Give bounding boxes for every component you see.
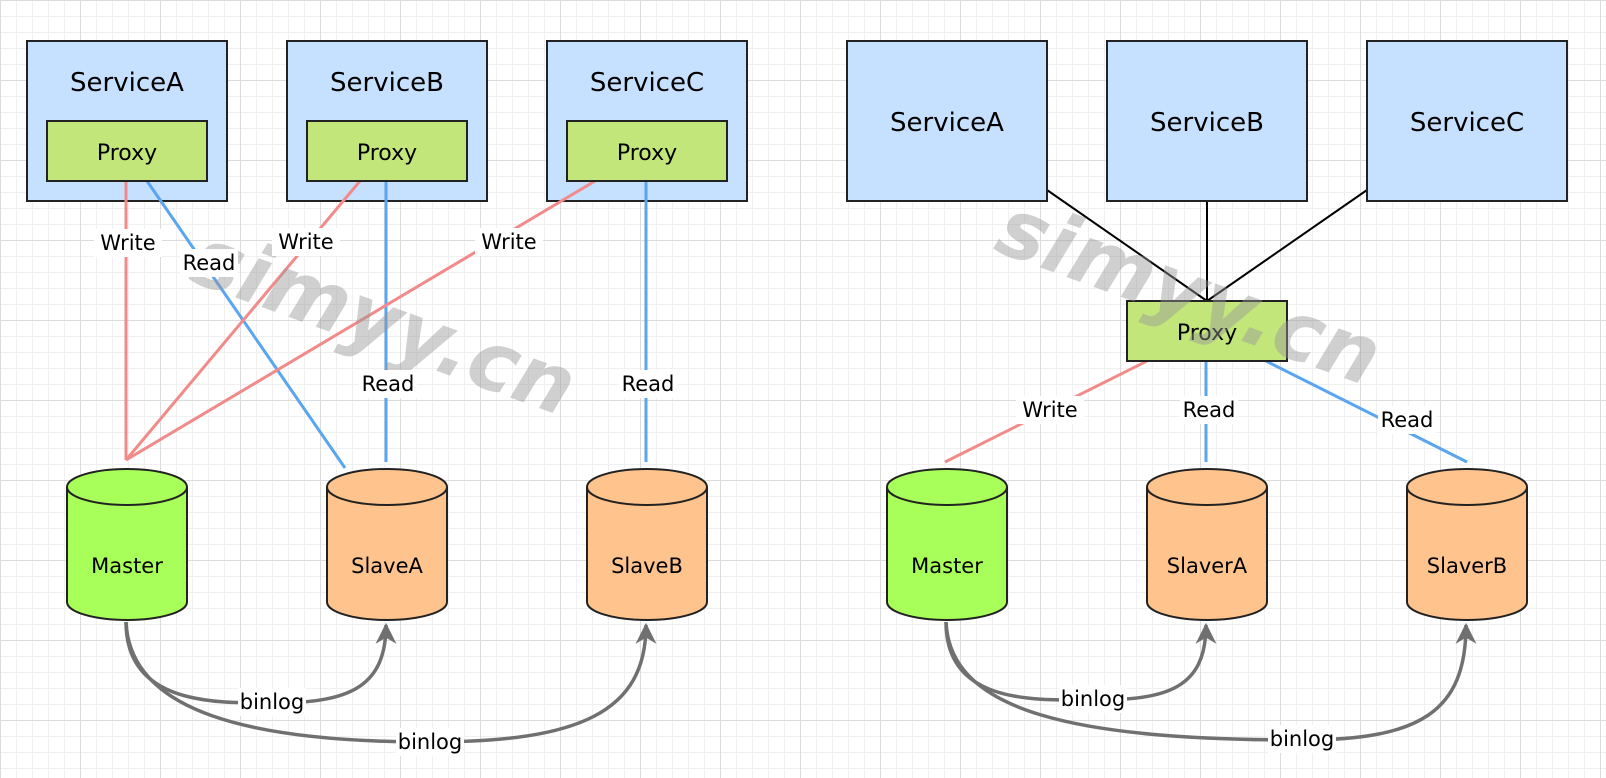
right-master-db[interactable]: Master xyxy=(886,468,1008,621)
right-read-b-line xyxy=(1265,359,1468,464)
svg-text:Write: Write xyxy=(100,231,155,255)
right-slave-b-label: SlaverB xyxy=(1427,554,1507,578)
right-service-c-box[interactable]: ServiceC xyxy=(1366,40,1568,202)
left-binlog-b-label: binlog xyxy=(396,728,464,756)
left-c-write-line xyxy=(125,179,596,462)
left-a-read-label: Read xyxy=(180,249,238,277)
right-diagram: ServiceA ServiceB ServiceC Proxy Master xyxy=(846,40,1568,753)
right-service-c-connector xyxy=(1206,189,1368,302)
left-master-db[interactable]: Master xyxy=(66,468,188,621)
left-b-read-label: Read xyxy=(359,370,417,398)
left-c-read-label: Read xyxy=(619,370,677,398)
left-proxy-b-label: Proxy xyxy=(357,141,417,166)
right-service-a-connector xyxy=(1046,189,1208,302)
right-write-label: Write xyxy=(1016,396,1084,424)
left-c-write-label: Write xyxy=(475,228,543,256)
left-b-write-label: Write xyxy=(272,228,340,256)
left-slave-a-label: SlaveA xyxy=(351,554,423,578)
right-binlog-b-curve xyxy=(944,621,1477,742)
left-a-read-line xyxy=(145,180,347,469)
svg-text:binlog: binlog xyxy=(240,690,305,714)
svg-text:Write: Write xyxy=(481,230,536,254)
left-slave-b-label: SlaveB xyxy=(611,554,683,578)
left-b-write-line xyxy=(124,180,362,461)
left-proxy-b[interactable]: Proxy xyxy=(306,120,468,182)
right-slave-a-label: SlaverA xyxy=(1167,554,1248,578)
right-service-a-box[interactable]: ServiceA xyxy=(846,40,1048,202)
left-proxy-a-label: Proxy xyxy=(97,141,157,166)
right-service-c-label: ServiceC xyxy=(1410,108,1524,138)
right-service-b-label: ServiceB xyxy=(1150,108,1264,138)
left-service-a-label: ServiceA xyxy=(70,68,184,98)
svg-text:Read: Read xyxy=(362,372,415,396)
right-service-b-box[interactable]: ServiceB xyxy=(1106,40,1308,202)
left-proxy-c-label: Proxy xyxy=(617,141,677,166)
svg-text:binlog: binlog xyxy=(1061,687,1126,711)
svg-text:Read: Read xyxy=(1381,408,1434,432)
svg-text:binlog: binlog xyxy=(398,730,463,754)
right-master-label: Master xyxy=(911,554,983,578)
left-proxy-c[interactable]: Proxy xyxy=(566,120,728,182)
left-service-b-label: ServiceB xyxy=(330,68,444,98)
right-proxy-label: Proxy xyxy=(1177,321,1237,346)
svg-text:Read: Read xyxy=(622,372,675,396)
left-diagram: ServiceA ServiceB ServiceC Proxy Proxy P… xyxy=(26,40,748,756)
right-read-b-label: Read xyxy=(1378,406,1436,434)
right-binlog-b-label: binlog xyxy=(1268,725,1336,753)
right-slave-b-db[interactable]: SlaverB xyxy=(1406,468,1528,621)
right-slave-a-db[interactable]: SlaverA xyxy=(1146,468,1268,621)
left-slave-a-db[interactable]: SlaveA xyxy=(326,468,448,621)
right-read-a-label: Read xyxy=(1180,396,1238,424)
svg-text:Write: Write xyxy=(278,230,333,254)
left-master-label: Master xyxy=(91,554,163,578)
left-proxy-a[interactable]: Proxy xyxy=(46,120,208,182)
left-slave-b-db[interactable]: SlaveB xyxy=(586,468,708,621)
left-service-c-label: ServiceC xyxy=(590,68,704,98)
svg-text:binlog: binlog xyxy=(1270,727,1335,751)
svg-text:Read: Read xyxy=(183,251,236,275)
left-binlog-a-label: binlog xyxy=(238,688,306,716)
right-service-a-label: ServiceA xyxy=(890,108,1004,138)
right-proxy[interactable]: Proxy xyxy=(1126,300,1288,362)
svg-text:Write: Write xyxy=(1022,398,1077,422)
right-binlog-a-label: binlog xyxy=(1059,685,1127,713)
left-a-write-label: Write xyxy=(94,229,162,257)
svg-text:Read: Read xyxy=(1183,398,1236,422)
